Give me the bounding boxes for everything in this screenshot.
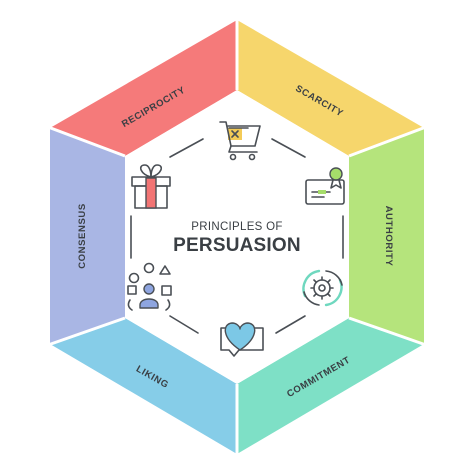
gear-cycle-icon (302, 269, 343, 307)
inner-hexagon (125, 90, 349, 384)
segment-scarcity (237, 20, 424, 156)
segment-authority (349, 128, 424, 344)
shopping-cart-icon (219, 121, 261, 161)
title-line1: PRINCIPLES OF (191, 221, 282, 233)
group-people-icon (127, 262, 172, 311)
segment-commitment (237, 318, 424, 454)
segment-dividers (47, 18, 427, 456)
gift-box-icon (131, 164, 171, 209)
label-consensus: CONSENSUS (77, 203, 88, 269)
segment-consensus (50, 128, 125, 344)
title-line2: PERSUASION (173, 235, 301, 256)
label-authority: AUTHORITY (383, 206, 394, 267)
connector-lines (130, 138, 344, 334)
certificate-icon (305, 167, 345, 205)
segment-liking (50, 318, 237, 454)
heart-chat-icon (220, 322, 264, 357)
segment-reciprocity (50, 20, 237, 156)
